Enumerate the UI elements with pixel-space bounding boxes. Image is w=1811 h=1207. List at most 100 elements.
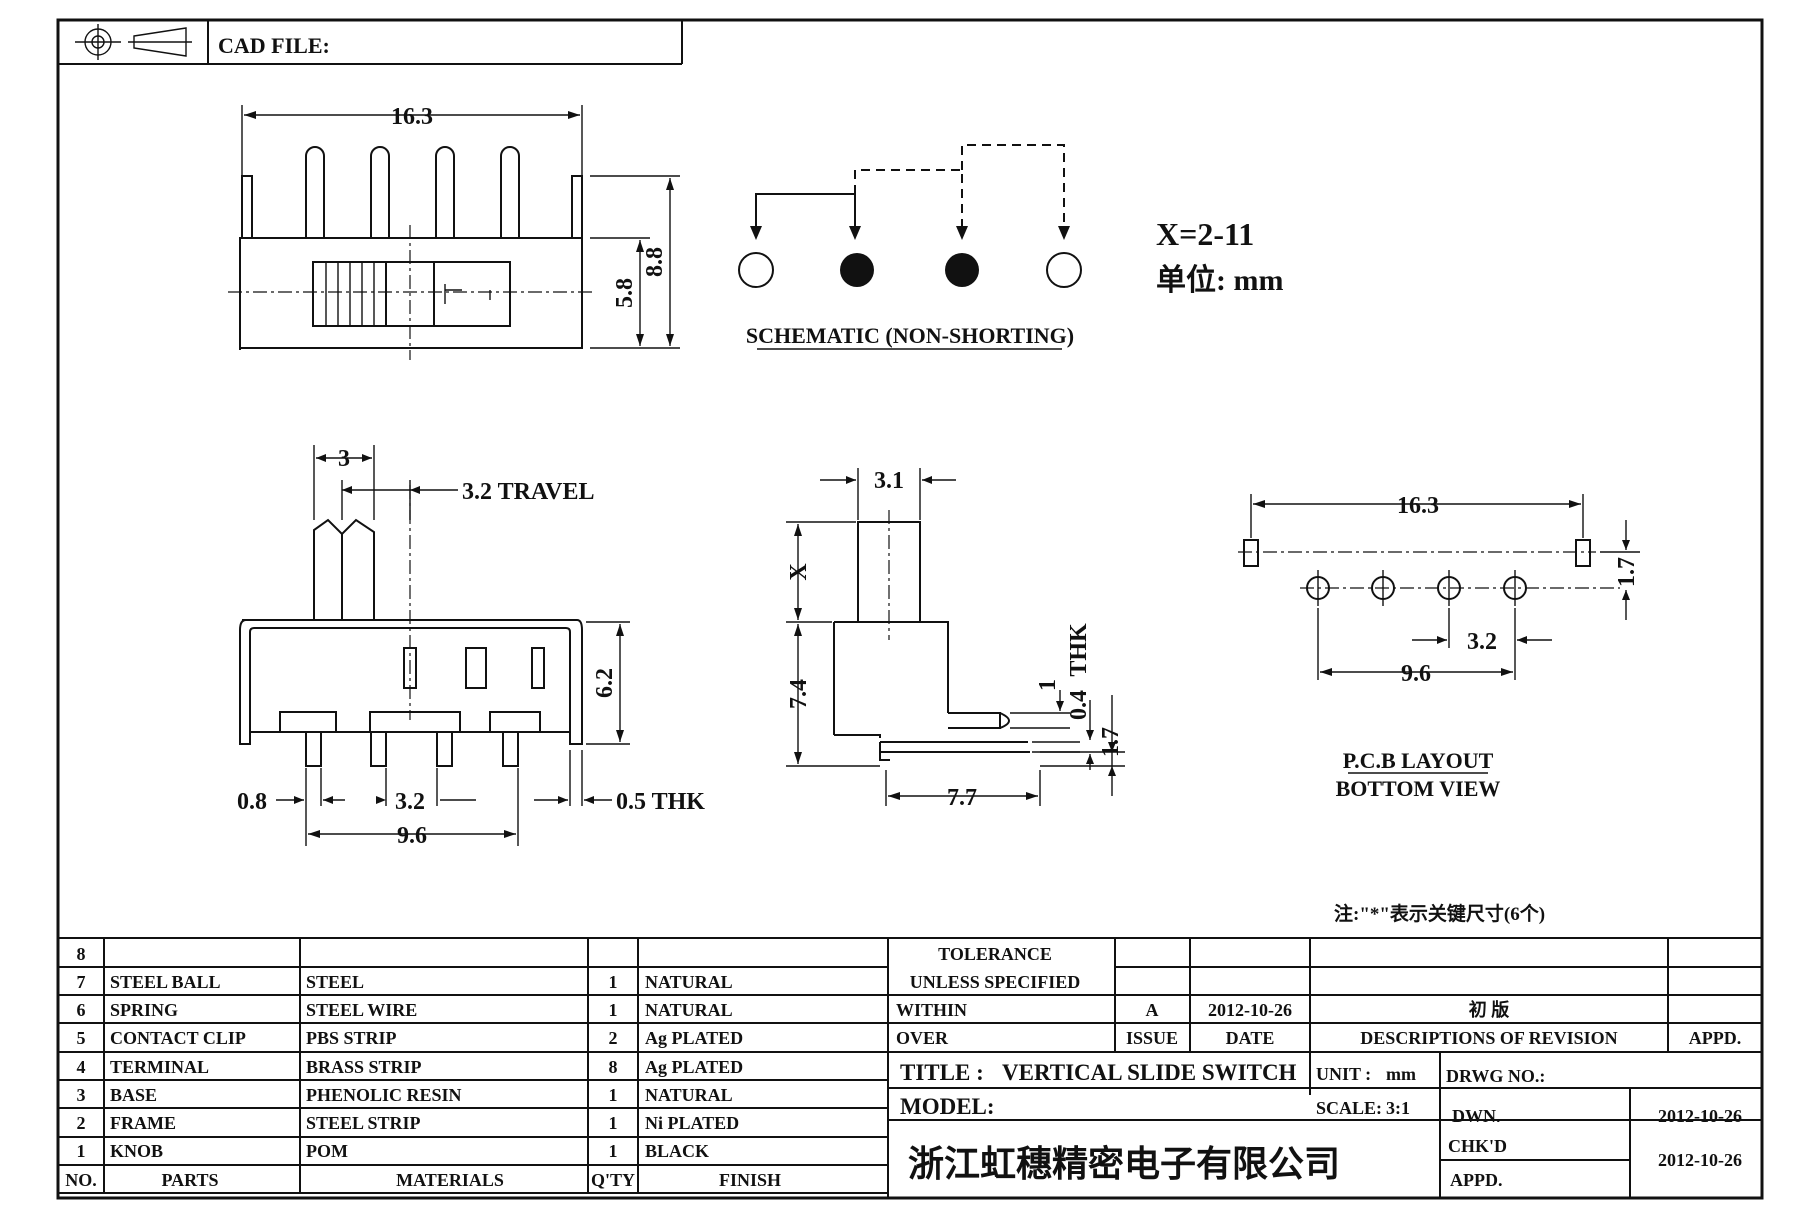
top-height-inner-value: 5.8 [612, 278, 638, 308]
side-body-height: 7.4 [786, 679, 812, 709]
slider-knob [325, 262, 491, 326]
third-angle-projection-icon [75, 24, 192, 60]
company-name: 浙江虹穗精密电子有限公司 [908, 1143, 1340, 1184]
front-span: 9.6 [397, 823, 427, 849]
bom-row-7: 7 STEEL BALL STEEL 1 NATURAL [77, 972, 733, 992]
bom-finish: BLACK [645, 1141, 709, 1161]
bom-no: 3 [77, 1085, 86, 1105]
bom-row-1: 1 KNOB POM 1 BLACK [77, 1141, 710, 1161]
top-width-value: 16.3 [391, 104, 433, 130]
pcb-width-dim: 16.3 [1250, 493, 1584, 538]
within-label: WITHIN [896, 1000, 967, 1020]
side-knob-width: 3.1 [874, 468, 904, 494]
side-bottom-dim: 7.7 [885, 770, 1041, 811]
bom-material: STEEL WIRE [306, 1000, 417, 1020]
pcb-offset-dim: 1.7 [1600, 520, 1640, 620]
bom-finish: Ni PLATED [645, 1113, 739, 1133]
bom-header-finish: FINISH [719, 1170, 781, 1190]
front-knob [313, 518, 375, 620]
pcb-bottom-dims: 3.2 9.6 [1317, 608, 1552, 687]
bom-no: 7 [77, 972, 86, 992]
side-standoff: 1.7 [1098, 727, 1124, 757]
revision-date: 2012-10-26 [1208, 1000, 1292, 1020]
dwn-label: DWN. [1452, 1106, 1501, 1126]
schematic-terminal-2 [840, 253, 874, 287]
front-view: 3 3.2 TRAVEL 6.2 0.8 [237, 445, 705, 849]
bom-header-parts: PARTS [161, 1170, 218, 1190]
scale-label: SCALE: [1316, 1098, 1382, 1118]
bom-finish: NATURAL [645, 1085, 733, 1105]
pcb-slot-left [1243, 539, 1259, 567]
bom-row-8: 8 [77, 944, 86, 964]
bom-qty: 1 [609, 972, 618, 992]
schematic-terminal-1 [738, 252, 774, 288]
title-label: TITLE : [900, 1060, 984, 1085]
bom-qty: 1 [609, 1085, 618, 1105]
front-pin-width: 0.8 [237, 789, 267, 815]
bom-no: 4 [77, 1057, 86, 1077]
bom-part: TERMINAL [110, 1057, 209, 1077]
bom-material: STEEL STRIP [306, 1113, 421, 1133]
x-range-note: X=2-11 [1156, 216, 1254, 252]
side-right-dims: 1 0.4 THK 1.7 [1010, 623, 1125, 796]
bom-qty: 1 [609, 1113, 618, 1133]
over-label: OVER [896, 1028, 949, 1048]
pcb-label-line1: P.C.B LAYOUT [1343, 748, 1494, 773]
schematic: SCHEMATIC (NON-SHORTING) [738, 144, 1082, 350]
tolerance-label: TOLERANCE [938, 944, 1052, 964]
side-depth: 7.7 [947, 785, 977, 811]
pcb-offset-value: 1.7 [1614, 557, 1640, 587]
bom-row-6: 6 SPRING STEEL WIRE 1 NATURAL [77, 1000, 733, 1020]
title-block-grid [58, 937, 1762, 1198]
bom-finish: NATURAL [645, 972, 733, 992]
bom-row-2: 2 FRAME STEEL STRIP 1 Ni PLATED [77, 1113, 740, 1133]
bom-qty: 1 [609, 1141, 618, 1161]
schematic-terminal-4 [1046, 252, 1082, 288]
bom-finish: NATURAL [645, 1000, 733, 1020]
chkd-label: CHK'D [1448, 1136, 1507, 1156]
date-label: DATE [1226, 1028, 1275, 1048]
pcb-pitch-value: 3.2 [1467, 629, 1497, 655]
side-knob-height: X [786, 563, 812, 581]
bom-material: PHENOLIC RESIN [306, 1085, 462, 1105]
sheet-border [56, 18, 1764, 1200]
side-view: 3.1 X 7.4 1 0.4 THK [786, 468, 1125, 811]
appd2-label: APPD. [1450, 1170, 1503, 1190]
front-knob-dim: 3 3.2 TRAVEL [313, 445, 595, 520]
bom-qty: 8 [609, 1057, 618, 1077]
schematic-label: SCHEMATIC (NON-SHORTING) [746, 323, 1074, 348]
revision-description: 初 版 [1469, 999, 1510, 1020]
bom-part: CONTACT CLIP [110, 1028, 246, 1048]
pcb-span-value: 9.6 [1401, 661, 1431, 687]
bom-part: SPRING [110, 1000, 178, 1020]
dwn-date: 2012-10-26 [1658, 1106, 1742, 1126]
issue-label: ISSUE [1126, 1028, 1178, 1048]
bom-material: POM [306, 1141, 348, 1161]
bom-header-qty: Q'TY [591, 1170, 635, 1190]
front-thickness: 0.5 THK [616, 789, 705, 815]
revision-issue: A [1146, 1000, 1159, 1020]
front-bottom-dims: 0.8 3.2 0.5 THK 9.6 [237, 750, 705, 849]
bom-no: 5 [77, 1028, 86, 1048]
bom-part: BASE [110, 1085, 157, 1105]
side-top-dim: 3.1 [820, 468, 956, 520]
schematic-terminal-3 [945, 253, 979, 287]
bom-part: STEEL BALL [110, 972, 221, 992]
pcb-layout: 16.3 1.7 3.2 9.6 P.C.B LAYOUT BOTTOM VIE… [1238, 493, 1640, 801]
side-thk-label: THK [1066, 623, 1092, 677]
unit-label: UNIT : [1316, 1064, 1371, 1084]
bom-no: 6 [77, 1000, 86, 1020]
top-view-pins [241, 146, 583, 238]
front-height-value: 6.2 [592, 668, 618, 698]
bom-material: BRASS STRIP [306, 1057, 422, 1077]
scale-value: 3:1 [1386, 1098, 1410, 1118]
front-view-pins [305, 731, 519, 767]
bom-no: 1 [77, 1141, 86, 1161]
title-value: VERTICAL SLIDE SWITCH [1002, 1060, 1297, 1085]
top-height-total-value: 8.8 [642, 247, 668, 277]
cad-file-label: CAD FILE: [218, 33, 330, 58]
front-pitch: 3.2 [395, 789, 425, 815]
chkd-date: 2012-10-26 [1658, 1150, 1742, 1170]
bom-row-4: 4 TERMINAL BRASS STRIP 8 Ag PLATED [77, 1057, 744, 1077]
